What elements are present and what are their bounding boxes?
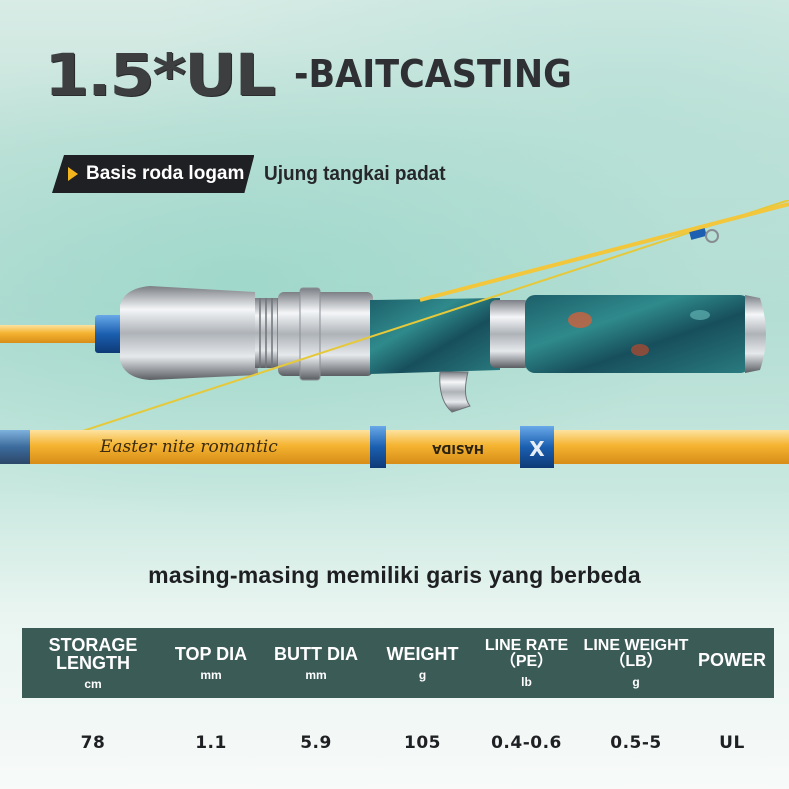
spec-header-butt-dia: BUTT DIA mm [258, 628, 374, 698]
spec-header-unit: mm [200, 668, 222, 682]
model-title: 1.5*UL [44, 41, 276, 109]
spec-header-label: POWER [697, 650, 766, 670]
rod-script-text: Easter nite romantic [99, 437, 278, 457]
rod-illustration: X Easter nite romantic HASIDA [0, 200, 789, 500]
spec-header-unit: mm [305, 668, 327, 682]
spec-header-label: TOP DIA [174, 644, 248, 664]
fishing-line [0, 200, 789, 459]
spec-header-label: LINE WEIGHT（LB） [583, 637, 689, 670]
spec-header-unit: cm [84, 677, 102, 691]
spec-value-storage-length: 78 [80, 733, 106, 753]
feature-label: Ujung tangkai padat [264, 162, 446, 185]
feature-tag: Basis roda logam [52, 155, 254, 193]
spec-header-label: WEIGHT [386, 644, 459, 664]
spec-table: STORAGE LENGTH cm TOP DIA mm BUTT DIA mm… [22, 628, 774, 788]
background-glow [0, 0, 789, 560]
feature-tag-label: Basis roda logam [86, 163, 245, 184]
spec-header-line-weight: LINE WEIGHT（LB） g [582, 628, 690, 698]
lower-rod: X Easter nite romantic HASIDA [0, 426, 789, 468]
spec-header-line-rate: LINE RATE（PE） lb [471, 628, 582, 698]
feature-row: Basis roda logam Ujung tangkai padat [52, 154, 456, 194]
upper-rod [0, 286, 766, 413]
rod-type-title: -BAITCASTING [294, 52, 572, 96]
spec-header-weight: WEIGHT g [374, 628, 471, 698]
spec-value-butt-dia: 5.9 [300, 733, 332, 753]
spec-value-top-dia: 1.1 [195, 733, 227, 753]
spec-value-line-rate: 0.4-0.6 [491, 733, 562, 753]
rod-illustration-svg: X Easter nite romantic HASIDA [0, 200, 789, 468]
spec-header-unit: g [632, 675, 640, 689]
spec-header-unit: lb [521, 675, 532, 689]
spec-value-line-weight: 0.5-5 [610, 733, 662, 753]
spec-value-weight: 105 [404, 733, 441, 753]
spec-header-unit: g [418, 668, 427, 682]
rod-brand-text: HASIDA [431, 442, 483, 456]
spec-header-power: POWER [690, 628, 774, 698]
title-row: 1.5*UL -BAITCASTING [44, 40, 572, 110]
subtitle: masing-masing memiliki garis yang berbed… [148, 562, 641, 588]
svg-text:X: X [529, 437, 545, 461]
spec-header-label: BUTT DIA [274, 644, 358, 664]
spec-header-label: STORAGE LENGTH [48, 635, 138, 673]
play-icon [68, 167, 78, 181]
spec-header-label: LINE RATE（PE） [484, 637, 569, 670]
spec-header-top-dia: TOP DIA mm [164, 628, 258, 698]
spec-value-power: UL [719, 733, 745, 753]
rod-tip [419, 202, 789, 302]
spec-header-storage-length: STORAGE LENGTH cm [22, 628, 164, 698]
